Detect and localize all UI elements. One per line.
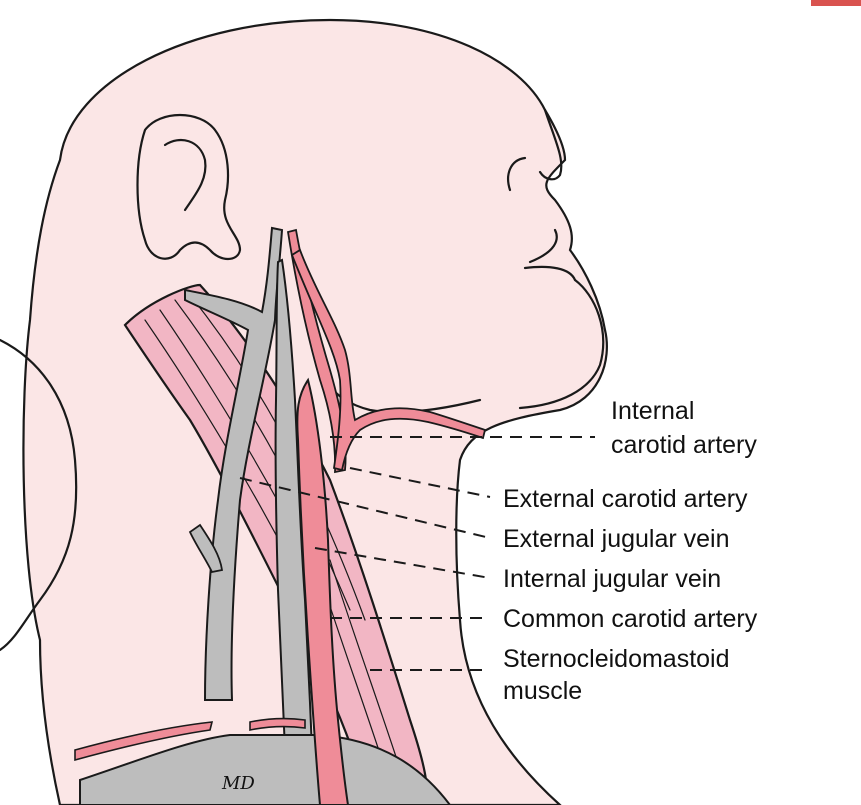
label-internal-carotid-line1: Internal: [611, 398, 694, 424]
label-external-carotid: External carotid artery: [503, 486, 748, 512]
label-internal-jugular: Internal jugular vein: [503, 566, 721, 592]
label-scm-line2: muscle: [503, 678, 582, 704]
label-common-carotid: Common carotid artery: [503, 606, 757, 632]
label-external-jugular: External jugular vein: [503, 526, 730, 552]
artist-signature: MD: [222, 773, 255, 794]
label-scm-line1: Sternocleidomastoid: [503, 646, 730, 672]
label-internal-carotid-line2: carotid artery: [611, 432, 757, 458]
